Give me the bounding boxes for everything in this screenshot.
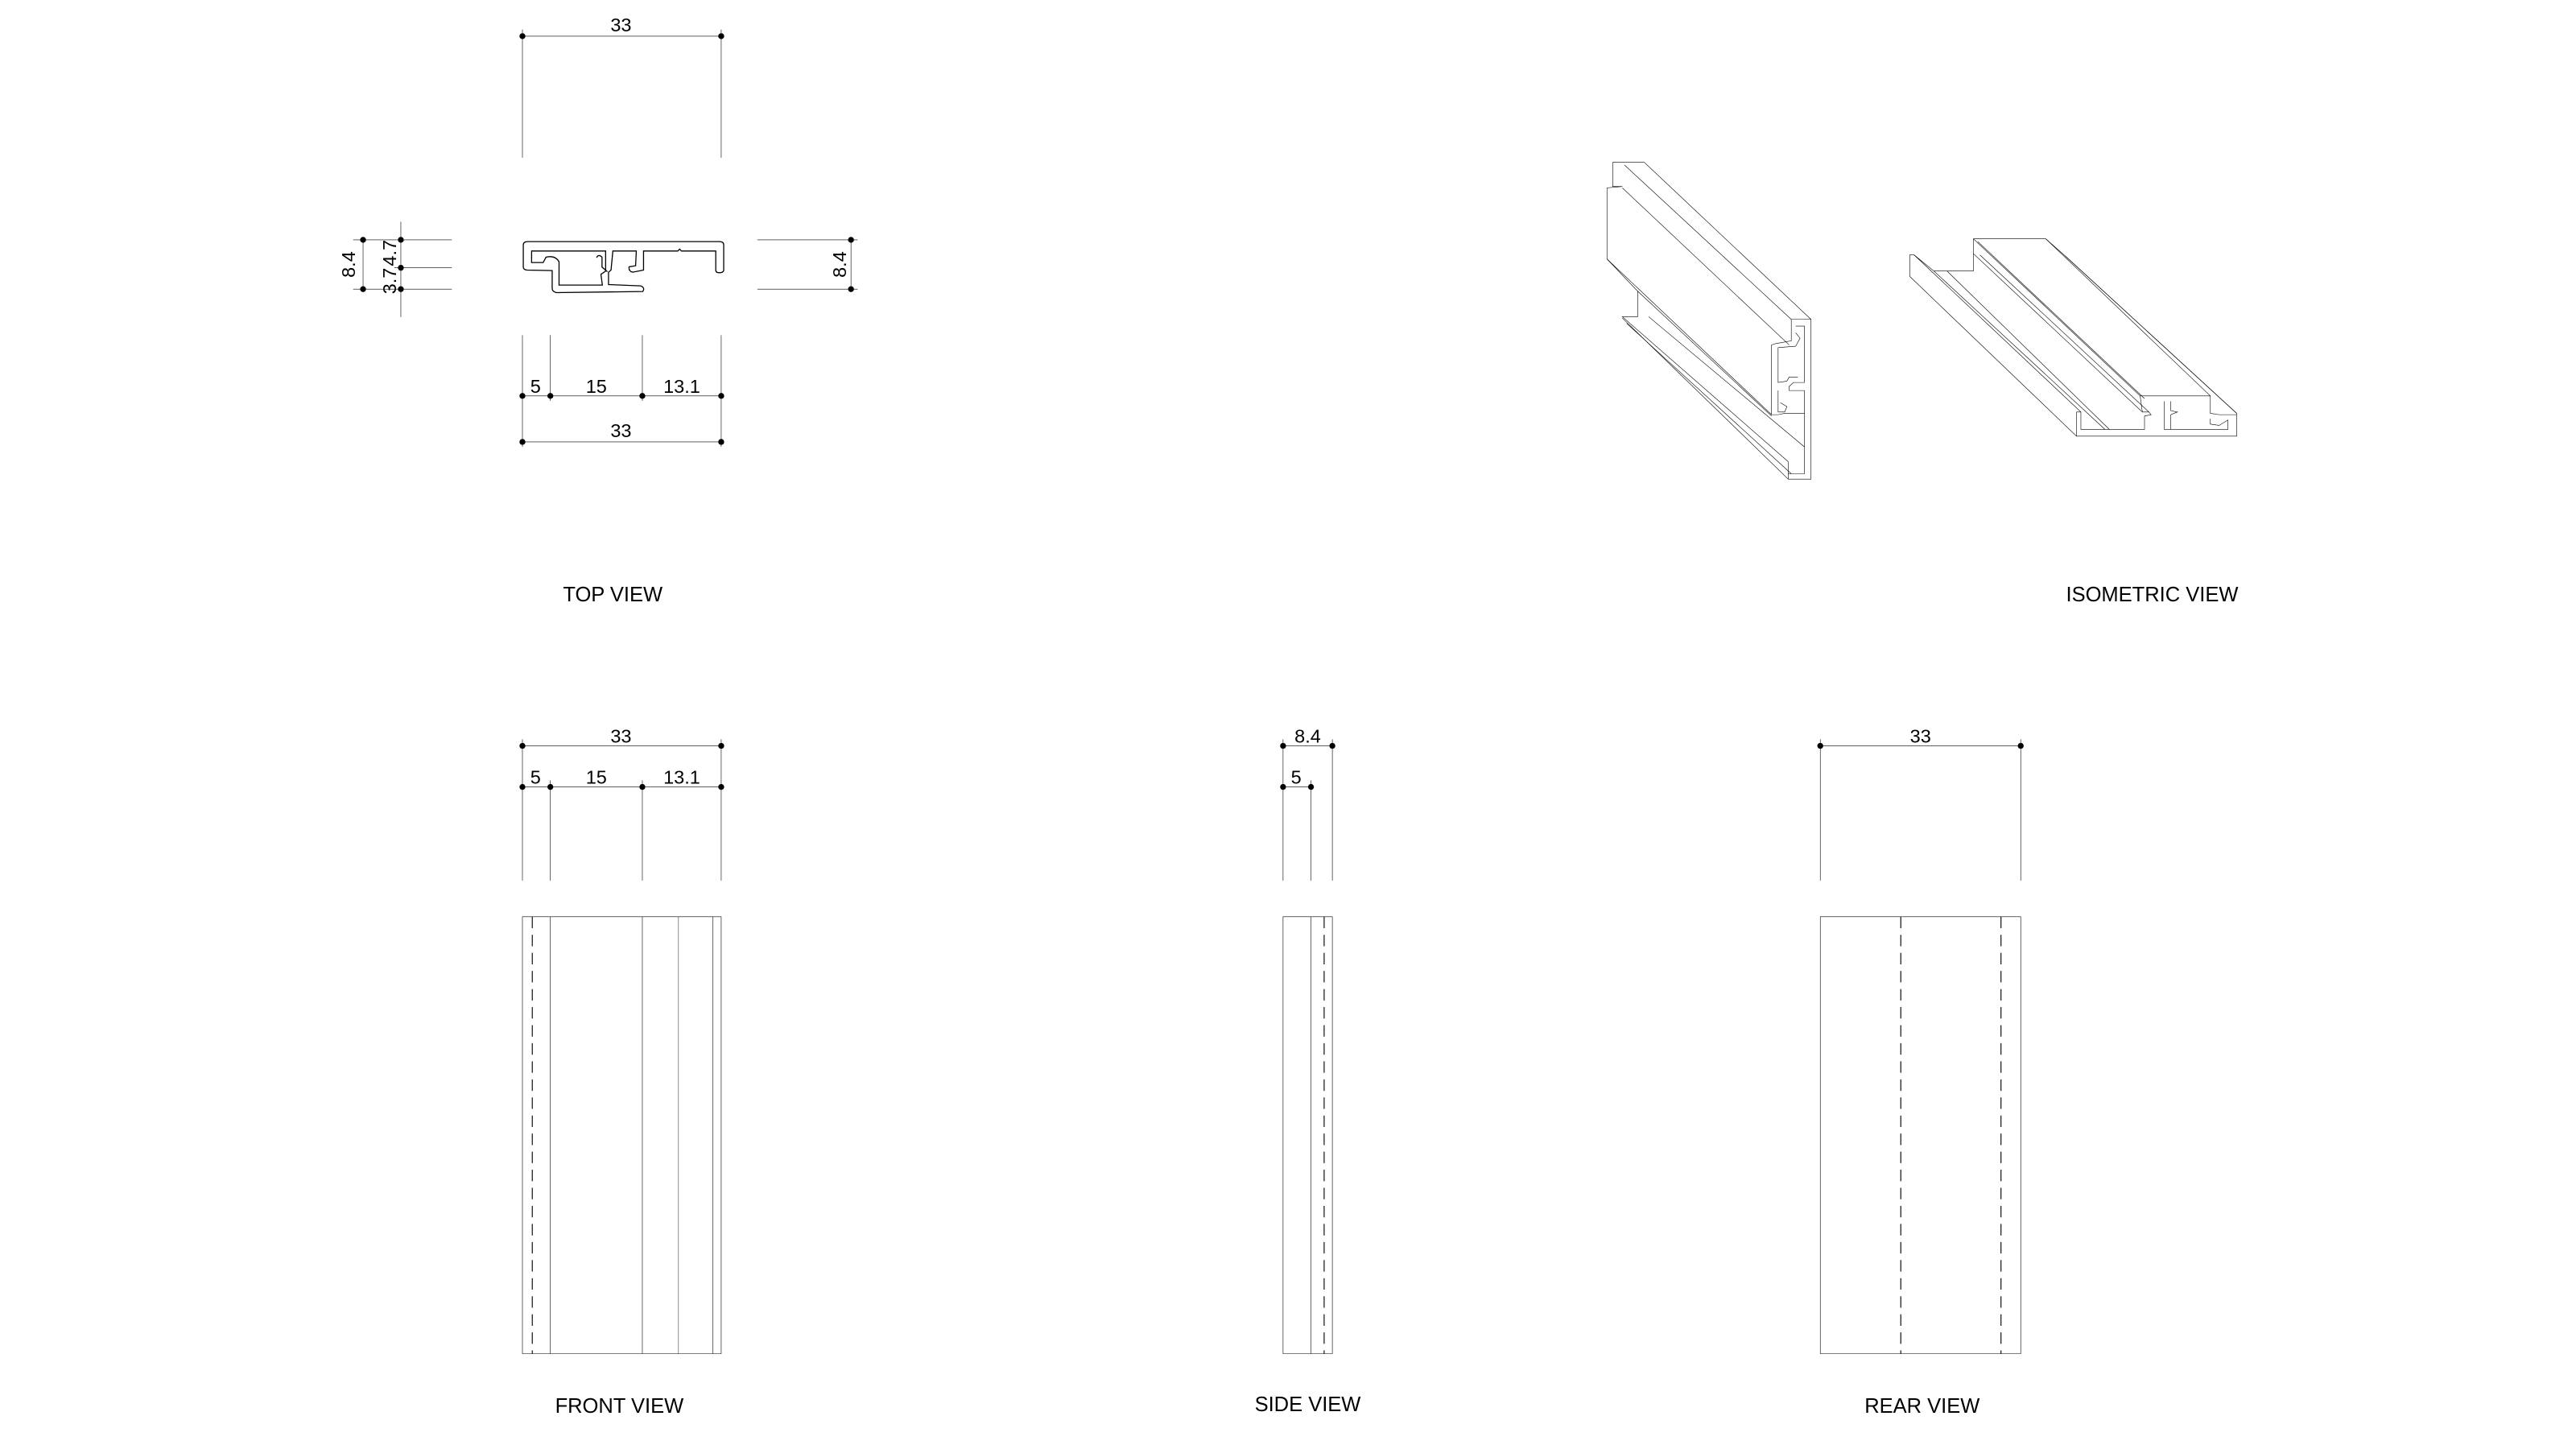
front-view: 33 5 15 13.1 FRONT VIEW [519, 725, 724, 1418]
dimension-text: 4.7 [379, 240, 400, 266]
view-label-rear: REAR VIEW [1864, 1395, 1979, 1418]
dimension-front: 33 5 15 13.1 [519, 725, 724, 880]
front-elevation [522, 917, 721, 1354]
view-label-top: TOP VIEW [563, 584, 663, 606]
dimension-left: 8.4 4.7 3.7 [338, 222, 452, 317]
isometric-view: ISOMETRIC VIEW [1607, 163, 2238, 606]
isometric-profile-flat [1909, 239, 2236, 436]
dimension-text: 33 [610, 14, 631, 35]
dimension-text: 13.1 [663, 766, 700, 787]
dimension-text: 33 [1910, 725, 1931, 746]
dimension-text: 5 [1291, 766, 1302, 787]
dimension-text: 5 [530, 766, 541, 787]
view-label-front: FRONT VIEW [555, 1395, 684, 1418]
dimension-top-overall: 33 [519, 14, 724, 158]
dimension-side: 8.4 5 [1280, 725, 1335, 880]
dimension-text: 5 [530, 376, 541, 397]
dimension-rear: 33 [1817, 725, 2024, 880]
view-label-isometric: ISOMETRIC VIEW [2066, 584, 2239, 606]
dimension-text: 15 [586, 766, 607, 787]
rear-elevation [1820, 917, 2021, 1354]
dimension-text: 8.4 [338, 251, 359, 278]
profile-cross-section [523, 242, 724, 292]
dimension-text: 13.1 [663, 376, 700, 397]
rear-view: 33 REAR VIEW [1817, 725, 2024, 1418]
isometric-profile-vertical [1607, 163, 1810, 479]
dimension-text: 3.7 [379, 268, 400, 295]
dimension-right: 8.4 [758, 237, 857, 292]
dimension-text: 15 [586, 376, 607, 397]
dimension-text: 8.4 [829, 251, 850, 278]
dimension-text: 33 [610, 420, 631, 441]
side-view: 8.4 5 SIDE VIEW [1255, 725, 1361, 1416]
dimension-text: 33 [610, 725, 631, 746]
top-view: 33 8.4 4.7 3.7 8.4 [338, 14, 857, 606]
dimension-text: 8.4 [1294, 725, 1321, 746]
view-label-side: SIDE VIEW [1255, 1393, 1361, 1416]
side-elevation [1283, 917, 1332, 1354]
dimension-bottom: 5 15 13.1 33 [519, 335, 724, 447]
